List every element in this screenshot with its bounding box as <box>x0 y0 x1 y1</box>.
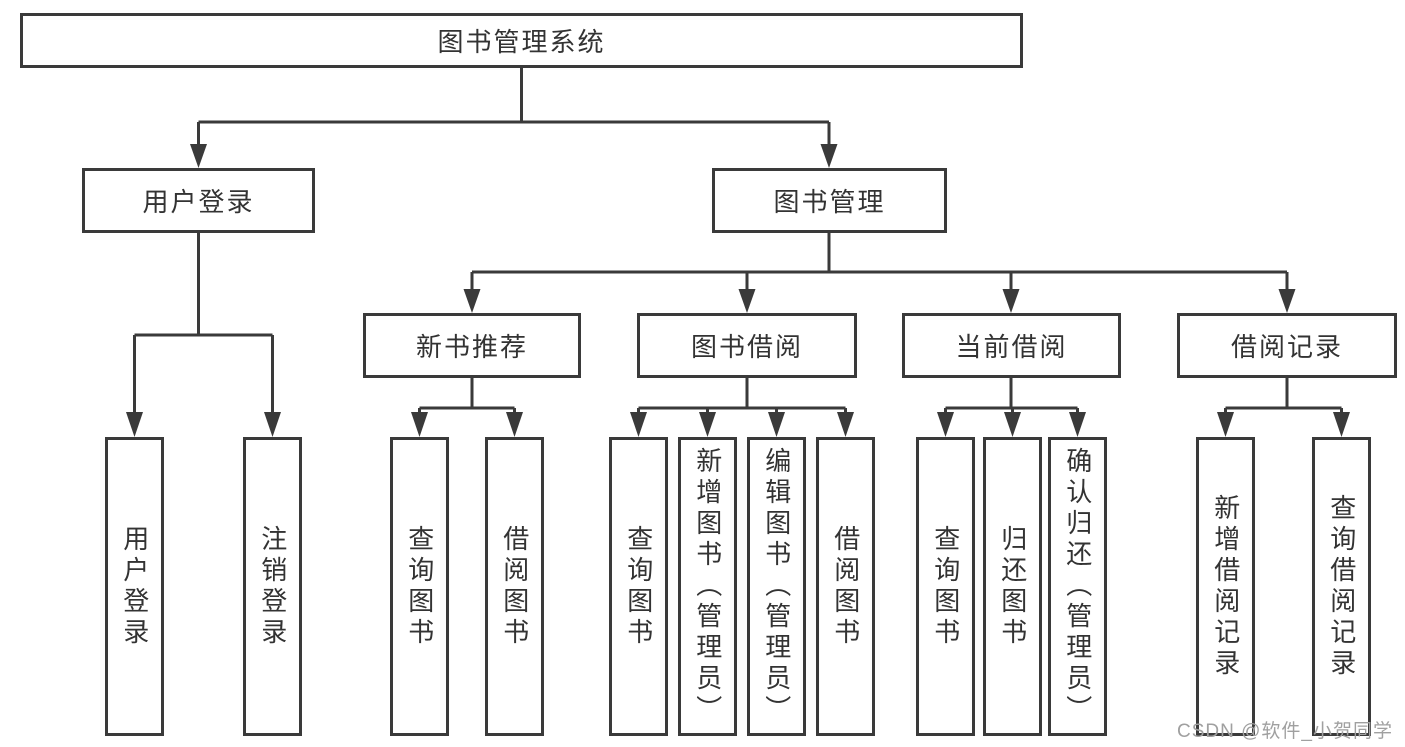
leaf-query-books-borrowing-label: 查询图书 <box>623 524 654 649</box>
edge-book-management-children <box>470 233 1289 290</box>
leaf-borrow-books: 借阅图书 <box>816 437 875 736</box>
edge-borrowing-records-children <box>1224 378 1343 414</box>
node-borrowing-records: 借阅记录 <box>1177 313 1397 378</box>
arrowhead <box>411 412 428 437</box>
node-user-login: 用户登录 <box>82 168 315 233</box>
arrowhead <box>1004 412 1021 437</box>
arrowhead <box>1069 412 1086 437</box>
leaf-query-books-recommend: 查询图书 <box>390 437 449 736</box>
edge-user-login-children <box>133 233 274 414</box>
node-current-borrowing: 当前借阅 <box>902 313 1121 378</box>
leaf-user-login-label: 用户登录 <box>119 524 150 649</box>
arrowhead <box>1333 412 1350 437</box>
arrowhead <box>264 412 281 437</box>
arrowhead <box>1278 289 1296 313</box>
arrowhead <box>937 412 954 437</box>
arrowhead <box>1217 412 1234 437</box>
node-book-management-label: 图书管理 <box>773 187 886 217</box>
node-book-borrowing: 图书借阅 <box>637 313 857 378</box>
leaf-query-books-recommend-label: 查询图书 <box>404 524 435 649</box>
arrowhead <box>738 289 756 313</box>
leaf-query-books-current-label: 查询图书 <box>930 524 961 649</box>
leaf-edit-books-admin-label: 编辑图书（管理员） <box>761 447 792 726</box>
leaf-logout-label: 注销登录 <box>257 524 288 649</box>
node-root-label: 图书管理系统 <box>437 27 606 57</box>
leaf-user-login: 用户登录 <box>105 437 164 736</box>
leaf-borrow-books-recommend-label: 借阅图书 <box>499 524 530 649</box>
leaf-logout: 注销登录 <box>243 437 302 736</box>
leaf-add-books-admin-label: 新增图书（管理员） <box>692 447 723 726</box>
arrowhead <box>820 144 838 168</box>
leaf-return-books-label: 归还图书 <box>997 524 1028 649</box>
arrowhead <box>630 412 647 437</box>
leaf-add-borrow-record: 新增借阅记录 <box>1196 437 1255 736</box>
edge-root-to-level2 <box>197 68 831 145</box>
arrowhead <box>506 412 523 437</box>
leaf-edit-books-admin: 编辑图书（管理员） <box>747 437 806 736</box>
arrowhead <box>463 289 481 313</box>
node-book-borrowing-label: 图书借阅 <box>690 332 803 362</box>
leaf-query-borrow-record: 查询借阅记录 <box>1312 437 1371 736</box>
node-borrowing-records-label: 借阅记录 <box>1230 332 1343 362</box>
leaf-add-books-admin: 新增图书（管理员） <box>678 437 737 736</box>
arrowhead <box>837 412 854 437</box>
leaf-borrow-books-label: 借阅图书 <box>830 524 861 649</box>
leaf-borrow-books-recommend: 借阅图书 <box>485 437 544 736</box>
leaf-add-borrow-record-label: 新增借阅记录 <box>1210 493 1241 680</box>
node-book-management: 图书管理 <box>712 168 947 233</box>
node-new-book-recommendation-label: 新书推荐 <box>415 332 528 362</box>
arrowhead <box>768 412 785 437</box>
leaf-query-books-borrowing: 查询图书 <box>609 437 668 736</box>
arrowhead <box>190 144 207 168</box>
arrowhead <box>699 412 716 437</box>
watermark: CSDN @软件_小贺同学 <box>1177 721 1393 742</box>
node-new-book-recommendation: 新书推荐 <box>363 313 581 378</box>
leaf-confirm-return-admin-label: 确认归还（管理员） <box>1062 447 1093 726</box>
leaf-query-books-current: 查询图书 <box>916 437 975 736</box>
edge-current-borrowing-children <box>944 378 1079 414</box>
node-current-borrowing-label: 当前借阅 <box>955 332 1068 362</box>
arrowhead <box>126 412 143 437</box>
arrowhead <box>1002 289 1020 313</box>
edge-new-book-children <box>418 378 516 414</box>
leaf-query-borrow-record-label: 查询借阅记录 <box>1326 493 1357 680</box>
node-root: 图书管理系统 <box>20 13 1023 68</box>
node-user-login-label: 用户登录 <box>142 187 255 217</box>
leaf-confirm-return-admin: 确认归还（管理员） <box>1048 437 1107 736</box>
leaf-return-books: 归还图书 <box>983 437 1042 736</box>
edge-book-borrowing-children <box>637 378 847 414</box>
